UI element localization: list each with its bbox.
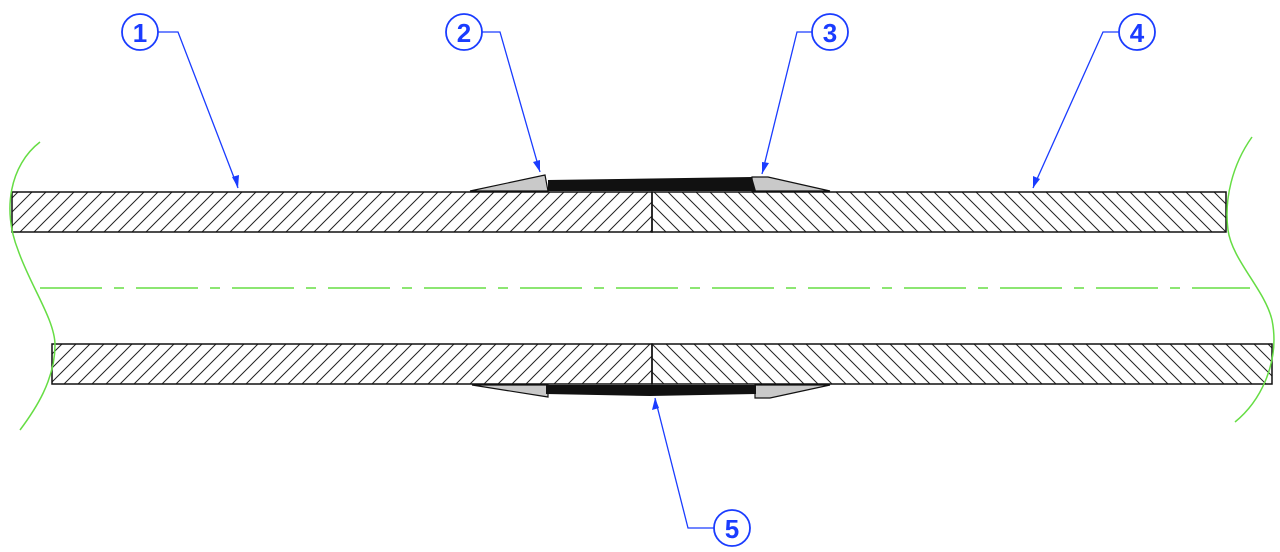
callout-5-label: 5	[725, 514, 739, 544]
callout-2: 2	[445, 13, 483, 51]
callout-3-label: 3	[823, 18, 837, 48]
top-wall-left	[11, 191, 653, 233]
arrowhead-2	[533, 160, 540, 172]
leader-lines	[158, 31, 1119, 529]
bottom-sleeve	[546, 385, 756, 396]
leader-3	[761, 31, 812, 175]
top-bead-right	[751, 176, 831, 192]
arrowhead-1	[232, 175, 239, 188]
callout-4: 4	[1118, 13, 1156, 51]
bottom-wall-left	[51, 343, 653, 385]
callout-2-label: 2	[457, 18, 471, 48]
callout-1: 1	[121, 13, 159, 51]
callout-5: 5	[713, 509, 751, 547]
top-bead-left	[469, 174, 549, 192]
bottom-wall-right	[651, 343, 1273, 385]
break-line-right	[1226, 136, 1275, 423]
leader-5	[654, 397, 714, 529]
callout-4-label: 4	[1130, 18, 1145, 48]
break-line-left	[9, 141, 56, 431]
leader-4	[1032, 31, 1119, 189]
callout-3: 3	[811, 13, 849, 51]
bottom-bead-left	[471, 384, 549, 398]
arrowheads	[232, 160, 1040, 410]
bottom-bead-right	[754, 384, 831, 399]
leader-2	[482, 31, 541, 173]
leader-1	[158, 31, 239, 189]
top-wall-right	[651, 191, 1227, 233]
arrowhead-5	[652, 398, 659, 410]
top-sleeve	[548, 177, 756, 191]
arrowhead-4	[1033, 176, 1040, 188]
callout-1-label: 1	[133, 18, 147, 48]
arrowhead-3	[762, 162, 769, 174]
